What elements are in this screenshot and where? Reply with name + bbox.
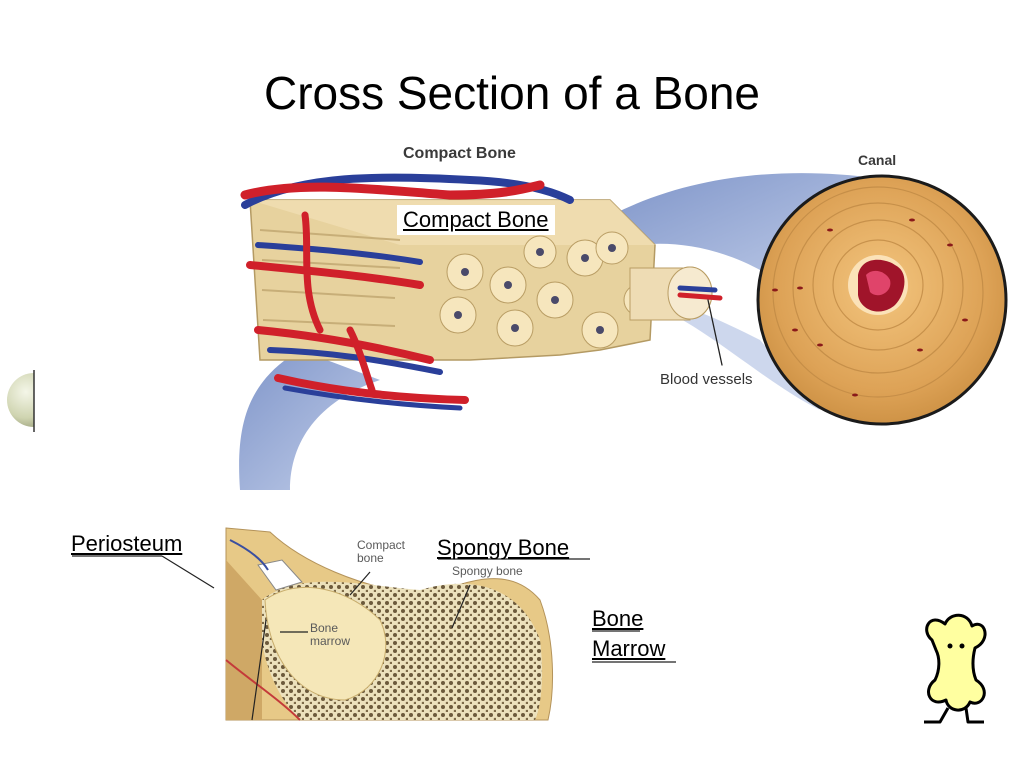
- bone-character-icon: [924, 613, 987, 724]
- label-bone-marrow-line2: Marrow: [592, 636, 666, 661]
- label-spongy-bone: Spongy Bone: [437, 535, 570, 560]
- label-compact-bone: Compact Bone: [397, 205, 555, 235]
- figure-small-compact-line2: bone: [357, 551, 384, 565]
- label-bone-marrow: Bone Marrow: [592, 606, 665, 662]
- blood-vessels: [240, 173, 723, 411]
- canal-magnified: [756, 174, 1008, 426]
- slide-title: Cross Section of a Bone: [263, 67, 761, 119]
- figure-small-compact-label: Compact bone: [357, 539, 405, 565]
- figure-small-marrow-label: Bone marrow: [310, 622, 350, 648]
- figure-canal-label: Canal: [858, 152, 897, 168]
- figure-small-marrow-line2: marrow: [310, 634, 351, 648]
- label-periosteum: Periosteum: [71, 531, 183, 556]
- figure-compact-bone-heading: Compact Bone: [403, 145, 516, 162]
- label-bone-marrow-line1: Bone: [592, 606, 644, 631]
- label-pointer-lines: [72, 555, 676, 721]
- figure-small-spongy-label: Spongy bone: [452, 564, 523, 578]
- globe-icon: [7, 360, 64, 440]
- figure-small-compact-line1: Compact: [357, 538, 406, 552]
- long-bone-section: [225, 527, 554, 721]
- figure-small-marrow-line1: Bone: [310, 621, 339, 635]
- figure-blood-vessels-label: Blood vessels: [660, 371, 753, 388]
